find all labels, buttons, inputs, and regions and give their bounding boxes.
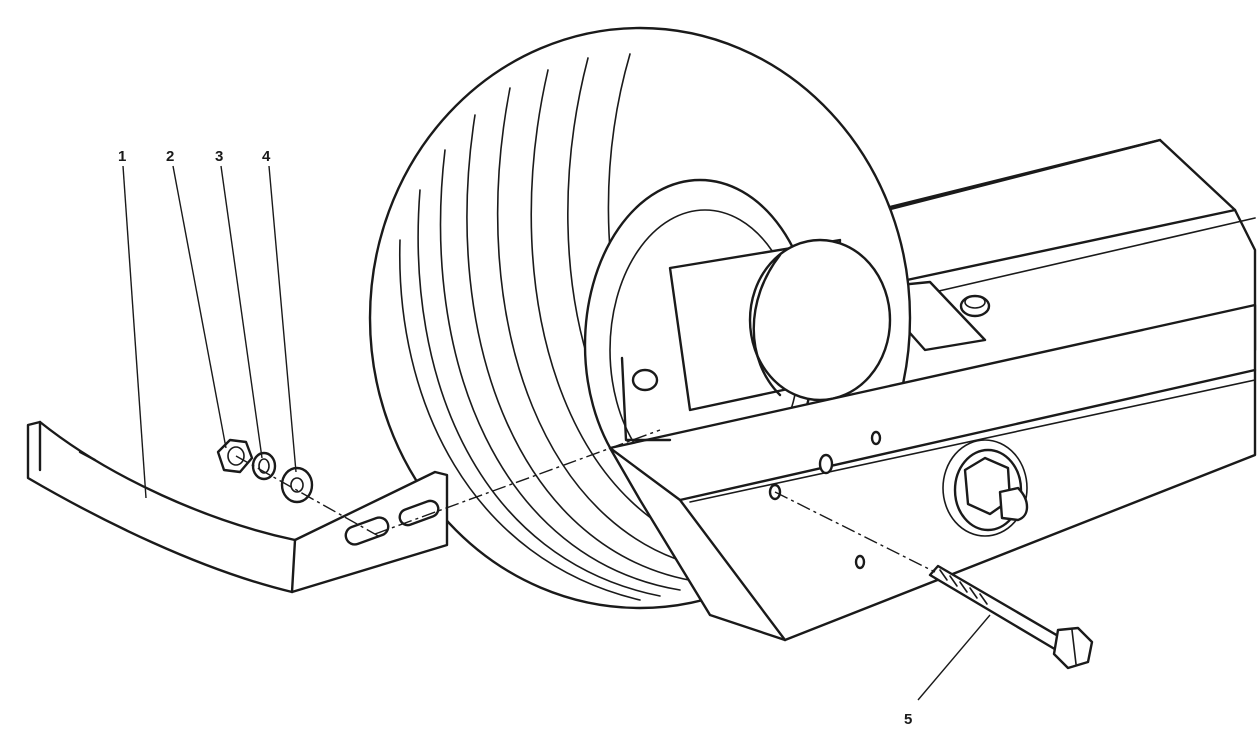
leader-lines <box>122 165 991 701</box>
part-1-scraper-bracket <box>26 420 449 594</box>
top-bolt-head <box>959 294 991 318</box>
callout-5: 5 <box>904 711 912 728</box>
part-2-nut <box>216 438 254 474</box>
mount-slot <box>344 516 390 546</box>
callout-2: 2 <box>166 148 174 165</box>
axle-beam-front <box>608 303 1257 642</box>
part-3-lock-washer <box>251 451 277 481</box>
callout-1: 1 <box>118 148 126 165</box>
mount-slot <box>398 499 440 527</box>
callout-3: 3 <box>215 148 223 165</box>
part-5-hex-bolt <box>928 564 1094 670</box>
part-4-flat-washer <box>280 466 314 504</box>
axle-nut <box>942 439 1029 537</box>
mount-hole <box>854 554 866 570</box>
spindle-hub <box>668 238 892 412</box>
assembly-center-lines <box>235 429 936 573</box>
mount-hole <box>818 453 834 475</box>
callout-4: 4 <box>262 148 271 165</box>
mount-hole <box>870 430 882 446</box>
